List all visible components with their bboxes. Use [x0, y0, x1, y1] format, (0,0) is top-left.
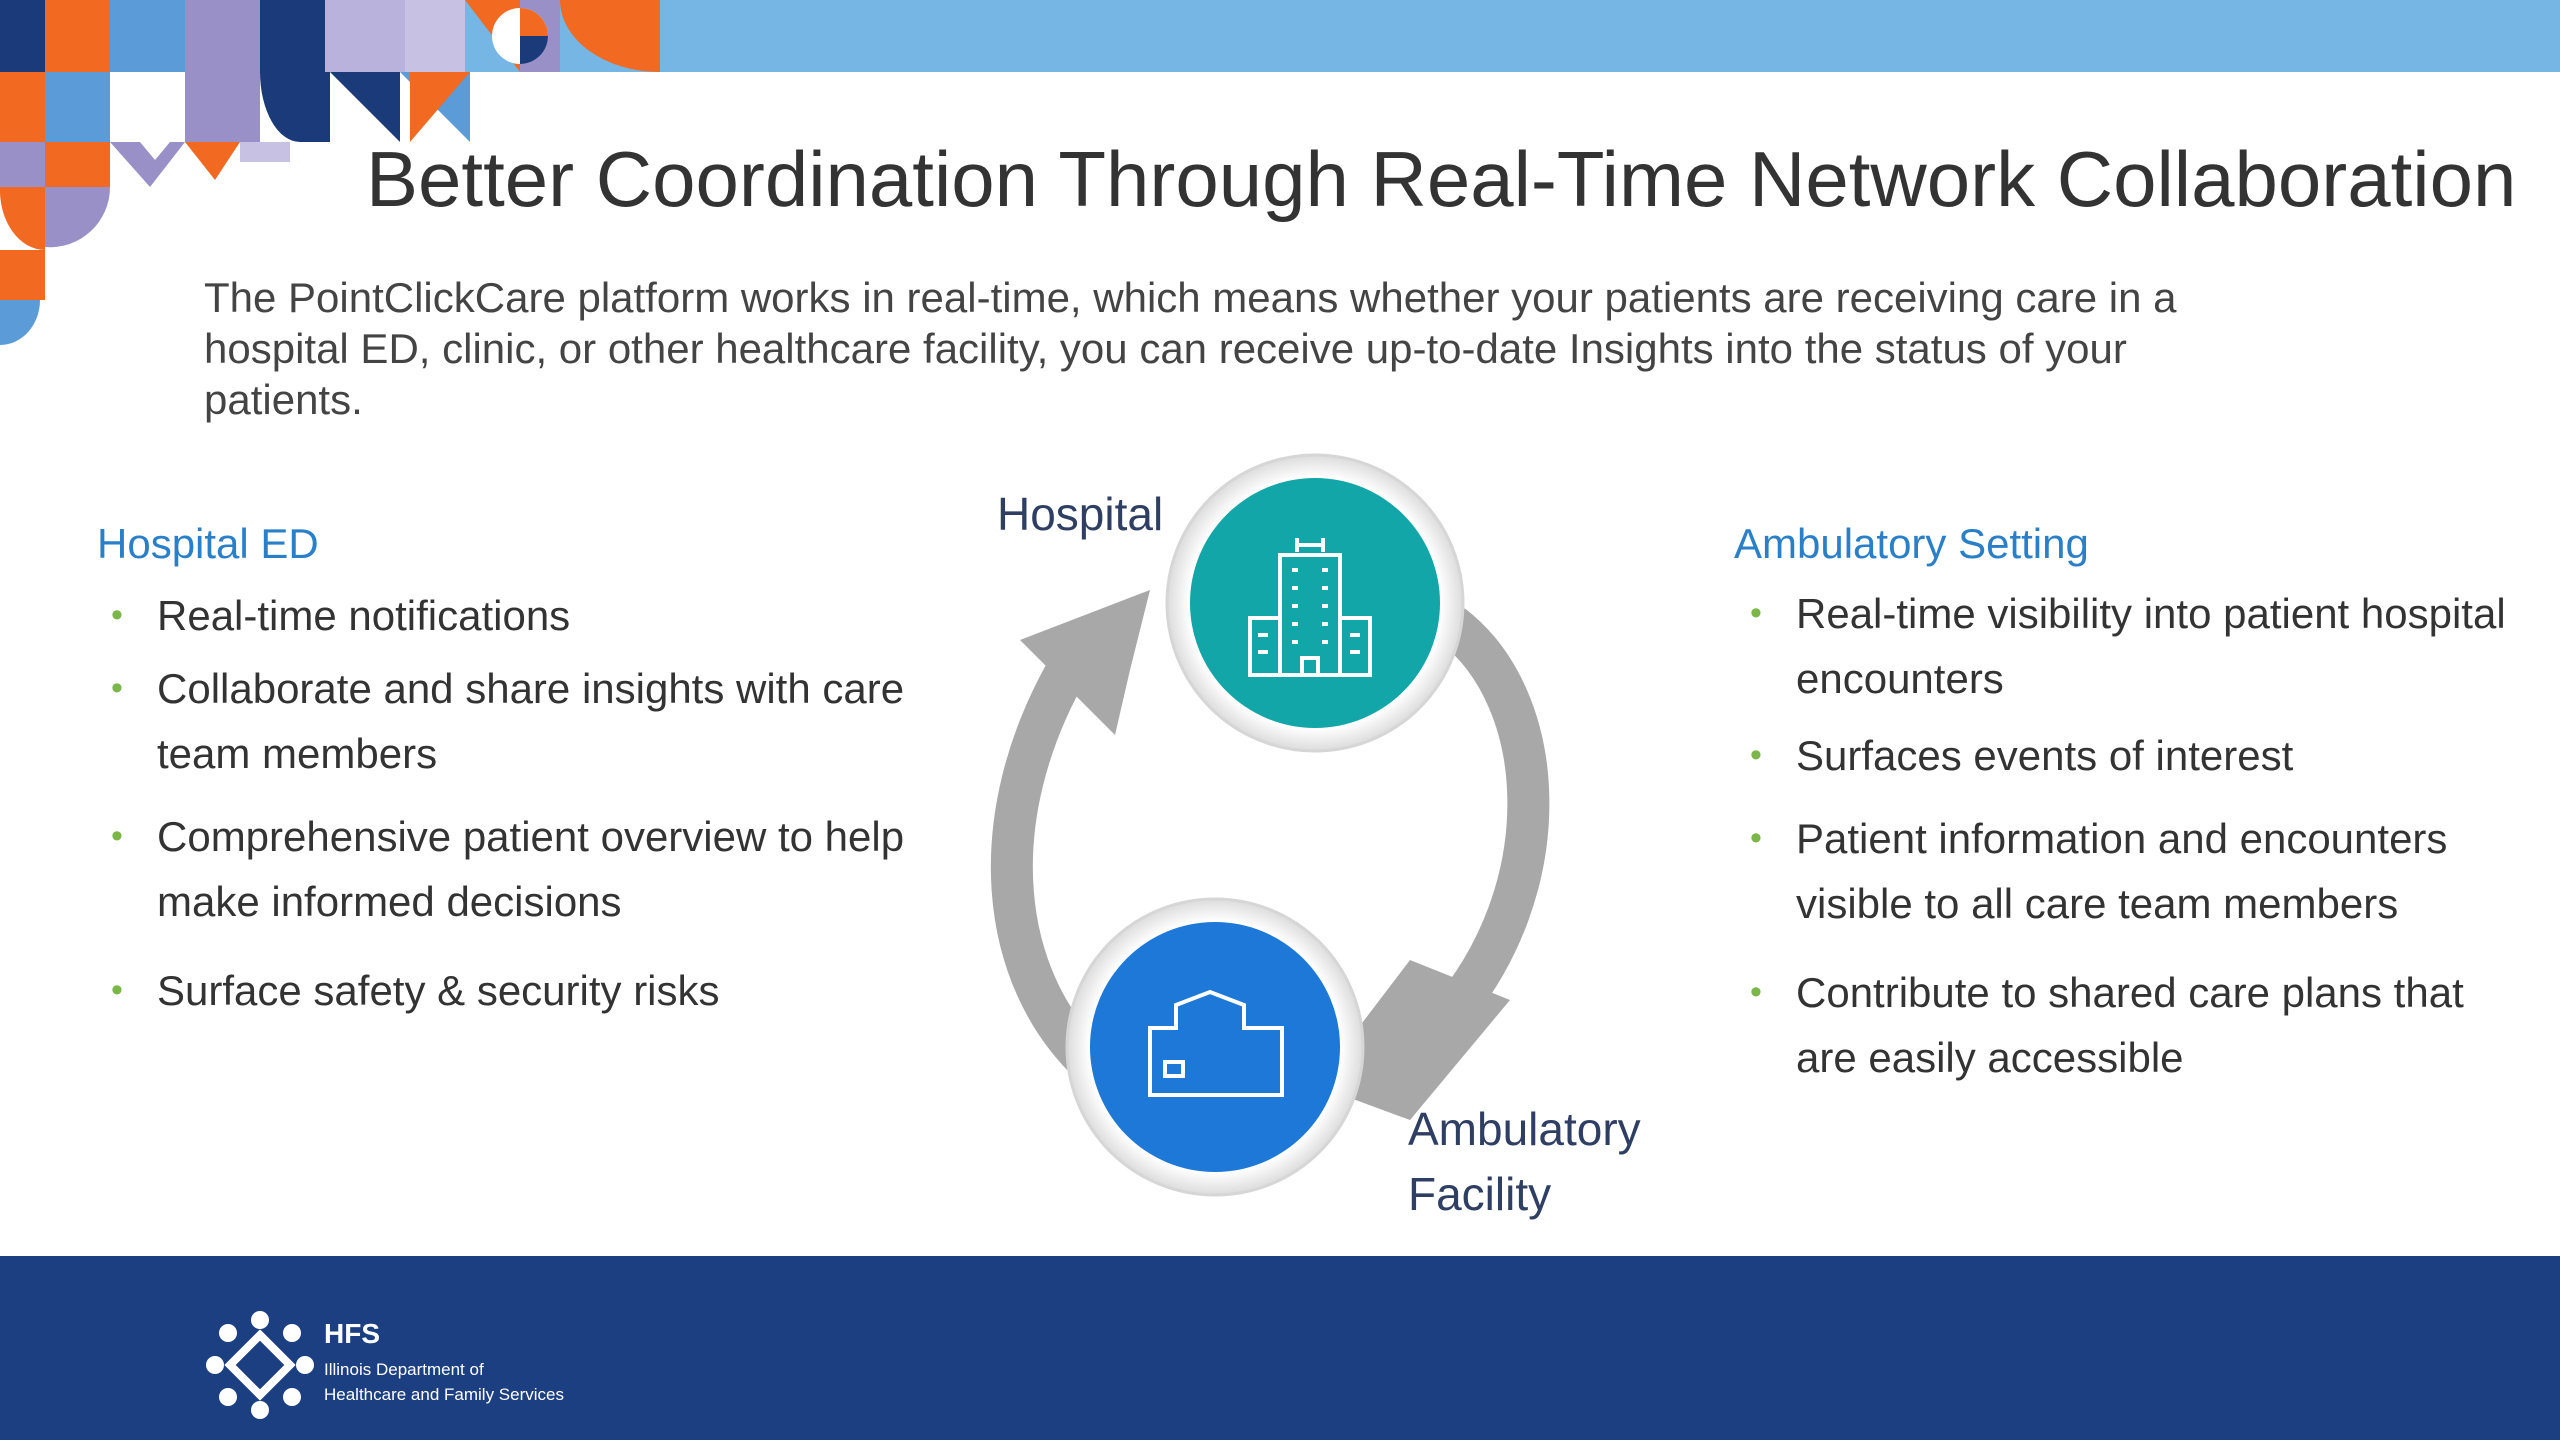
hospital-ed-heading: Hospital ED [97, 520, 319, 567]
facility-node [1090, 922, 1340, 1172]
bullet-dot-icon: • [1750, 736, 1762, 774]
bullet-dot-icon: • [111, 817, 123, 855]
ambulatory-facility-label: Ambulatory Facility [1408, 1097, 1641, 1227]
ambulatory-label-line1: Ambulatory [1408, 1103, 1641, 1155]
right-cycle-arrow [1429, 608, 1550, 1034]
list-item-text: Contribute to shared care plans that are… [1796, 969, 2464, 1081]
left-arrowhead-icon [1020, 590, 1150, 735]
list-item-text: Patient information and encounters visib… [1796, 815, 2448, 927]
left-cycle-arrow [990, 654, 1107, 1081]
decorative-mosaic [0, 0, 660, 345]
list-item: • Real-time notifications [97, 583, 917, 648]
list-item: • Contribute to shared care plans that ar… [1736, 960, 2516, 1090]
bullet-dot-icon: • [1750, 973, 1762, 1011]
list-item: • Surfaces events of interest [1736, 723, 2516, 788]
list-item-text: Comprehensive patient overview to help m… [157, 813, 905, 925]
ambulatory-setting-heading: Ambulatory Setting [1734, 520, 2089, 567]
hospital-node [1190, 478, 1440, 728]
bullet-dot-icon: • [111, 971, 123, 1009]
list-item: • Comprehensive patient overview to help … [97, 804, 917, 934]
list-item-text: Surface safety & security risks [157, 967, 720, 1014]
slide-title: Better Coordination Through Real-Time Ne… [366, 135, 2517, 223]
right-arrowhead-icon [1315, 960, 1510, 1120]
list-item-text: Real-time visibility into patient hospit… [1796, 590, 2506, 702]
cycle-arrows [990, 453, 1550, 1197]
list-item: • Patient information and encounters visi… [1736, 806, 2516, 936]
hospital-ed-list: • Real-time notifications • Collaborate an… [97, 583, 917, 1023]
ambulatory-setting-list: • Real-time visibility into patient hospi… [1736, 581, 2516, 1090]
org-short-name: HFS [324, 1318, 380, 1349]
org-name-line2: Healthcare and Family Services [324, 1385, 564, 1404]
list-item: • Surface safety & security risks [97, 958, 917, 1023]
hfs-star-logo-icon [206, 1311, 314, 1419]
list-item: • Real-time visibility into patient hospi… [1736, 581, 2516, 711]
ambulatory-label-line2: Facility [1408, 1168, 1552, 1220]
list-item-text: Real-time notifications [157, 592, 571, 639]
intro-paragraph: The PointClickCare platform works in rea… [204, 274, 2177, 423]
hospital-building-icon [1248, 538, 1372, 677]
footer-band [0, 1256, 2560, 1440]
bullet-dot-icon: • [111, 596, 123, 634]
bullet-dot-icon: • [111, 669, 123, 707]
list-item-text: Surfaces events of interest [1796, 732, 2294, 779]
bullet-dot-icon: • [1750, 594, 1762, 632]
hospital-label: Hospital [997, 488, 1164, 540]
list-item: • Collaborate and share insights with car… [97, 656, 917, 786]
clinic-building-icon [1148, 989, 1284, 1097]
org-name-line1: Illinois Department of [324, 1360, 484, 1379]
list-item-text: Collaborate and share insights with care… [157, 665, 905, 777]
bullet-dot-icon: • [1750, 819, 1762, 857]
care-cycle-diagram: Hospital Ambulatory Facility [940, 440, 1700, 1240]
